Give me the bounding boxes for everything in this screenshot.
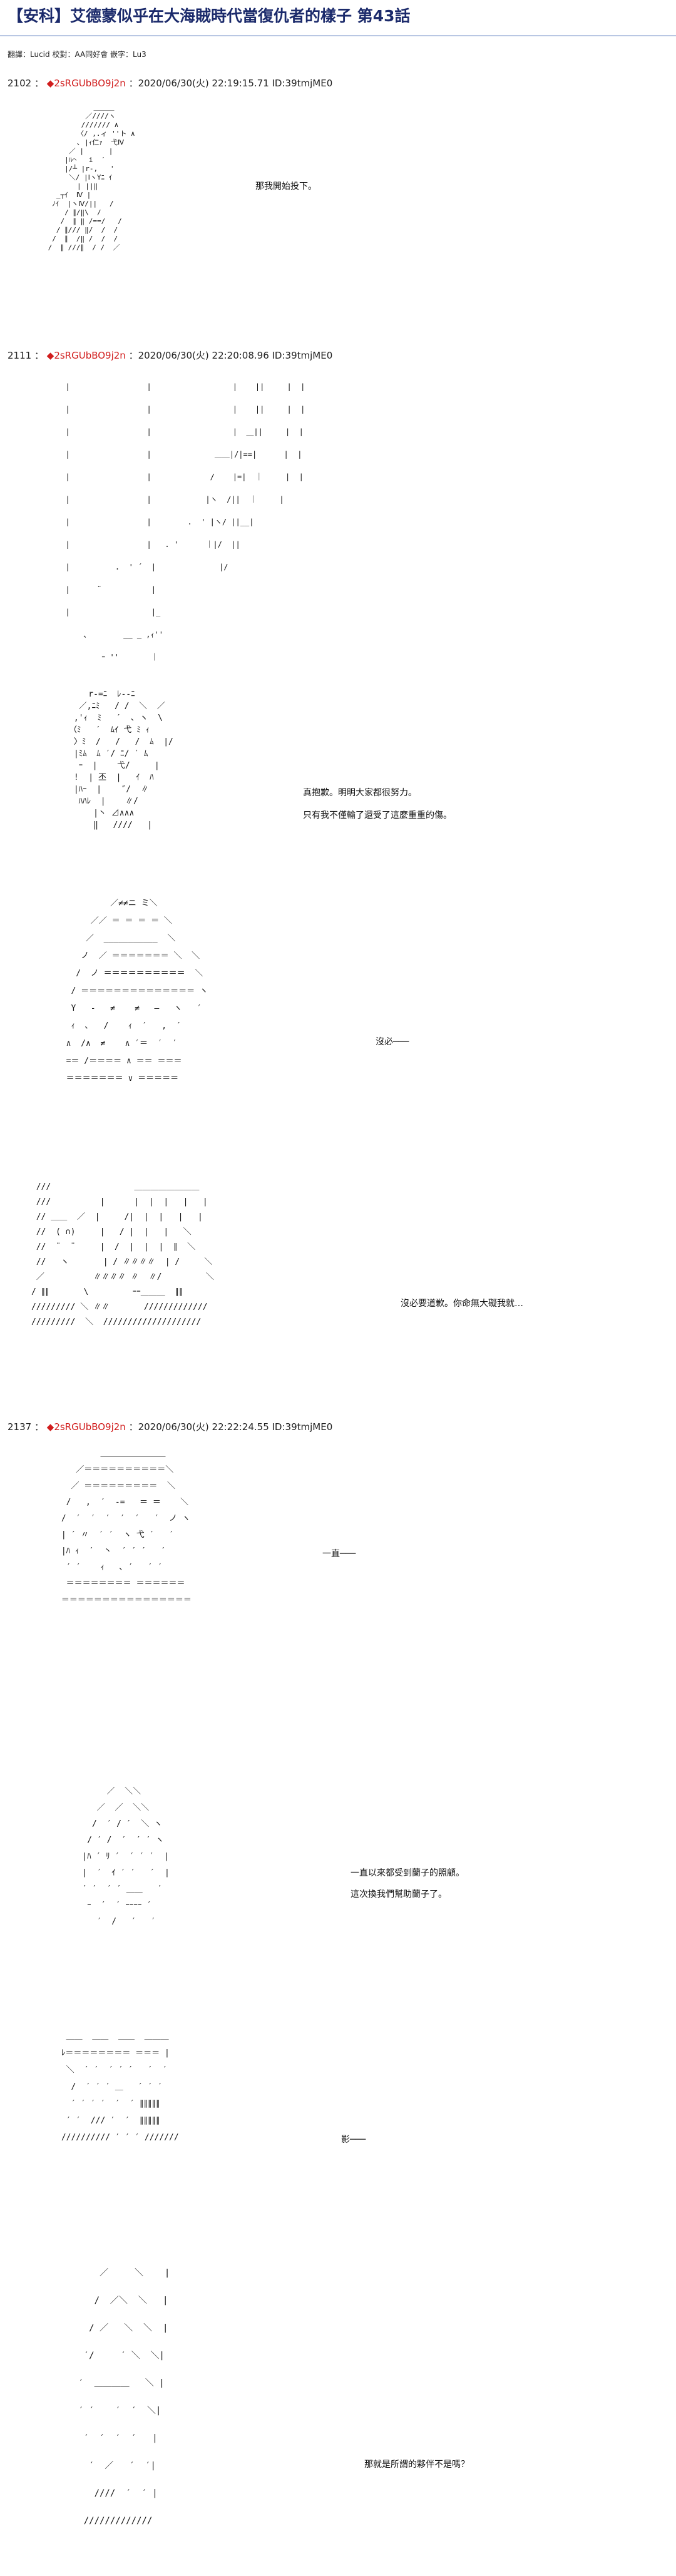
poster-name[interactable]: 2sRGUbBO9j2n: [54, 350, 126, 361]
dialogue-line: 一直───: [322, 1549, 356, 1559]
ascii-art-panel: ／ ＼ | / ／＼ ＼ | / ／ ＼ ＼ | ′/ ′ ＼ ＼| ′ ＿＿＿…: [78, 2268, 170, 2526]
ascii-art-panel: ＿＿ ＿＿ ＿＿ ＿＿＿ ﾚ＝＝＝＝＝＝＝＝ ＝＝＝ | ＼ ′ ′ ′ ′ ′…: [61, 2032, 179, 2142]
post-separator: ：: [34, 78, 44, 89]
ascii-art-panel: /// ＿＿＿＿＿＿＿＿ /// | | | | | | // ＿＿ ／ | /…: [31, 1182, 214, 1327]
post-number: 2102: [8, 78, 32, 89]
title-divider: [0, 35, 676, 36]
post-header: 2102 ： ◆2sRGUbBO9j2n ：2020/06/30(火) 22:1…: [8, 76, 332, 89]
post-header: 2137 ： ◆2sRGUbBO9j2n ：2020/06/30(火) 22:2…: [8, 1420, 332, 1433]
dialogue-line: 真抱歉。明明大家都很努力。: [303, 788, 417, 798]
trip-diamond-icon: ◆: [46, 1421, 54, 1433]
post-number: 2137: [8, 1421, 32, 1433]
post-header: 2111 ： ◆2sRGUbBO9j2n ：2020/06/30(火) 22:2…: [8, 349, 332, 362]
post-meta: ：2020/06/30(火) 22:22:24.55 ID:39tmjME0: [128, 1421, 333, 1433]
trip-diamond-icon: ◆: [46, 78, 54, 89]
post-number: 2111: [8, 350, 32, 361]
ascii-art-panel: ＿＿＿＿＿＿＿＿ ／＝＝＝＝＝＝＝＝＝＝＼ ／ ＝＝＝＝＝＝＝＝＝ ＼ / , …: [61, 1449, 192, 1605]
dialogue-line: 一直以來都受到蘭子的照顧。: [351, 1868, 464, 1878]
poster-name[interactable]: 2sRGUbBO9j2n: [54, 78, 126, 89]
page-title: 【安科】艾德蒙似乎在大海賊時代當復仇者的樣子 第43話: [8, 7, 411, 25]
dialogue-line: 那就是所謂的夥伴不是嗎？: [364, 2460, 469, 2470]
dialogue-line: 只有我不僅輸了還受了這麼重重的傷。: [303, 810, 452, 820]
ascii-art-panel: r-=ﾆ ﾚ--ﾆ ／,ﾆﾐ / / ＼ ／ ,'ｨ ﾐ ′ ､ ヽ \ （ﾐ …: [69, 690, 173, 830]
dialogue-line: 那我開始投下。: [255, 181, 317, 192]
ascii-art-panel: ／≠≠ニ ミ＼ ／／ ＝ ＝ ＝ ＝ ＼ ／ ___________ ＼ ノ ／…: [66, 899, 208, 1083]
credits-line: 翻譯：Lucid 校對：AA同好會 嵌字：Lu3: [8, 50, 146, 59]
dialogue-line: 沒必要道歉。你命無大礙我就…: [401, 1299, 523, 1309]
post-meta: ：2020/06/30(火) 22:19:15.71 ID:39tmjME0: [128, 78, 333, 89]
post-separator: ：: [34, 1421, 44, 1433]
ascii-art-panel: ／ ＼＼ ／ ／ ＼＼ / ′ / ′ ＼ ヽ / ′ / ′ ′ ′ ヽ |ﾊ…: [82, 1787, 170, 1926]
post-meta: ：2020/06/30(火) 22:20:08.96 ID:39tmjME0: [128, 350, 333, 361]
poster-name[interactable]: 2sRGUbBO9j2n: [54, 1421, 126, 1433]
ascii-art-panel: ＿＿＿ ／////ヽ /////// ∧ 〈/ ,.ィ ''ト ∧ ､ |ｨ仁ｧ…: [48, 103, 135, 252]
dialogue-line: 沒必───: [376, 1037, 409, 1047]
trip-diamond-icon: ◆: [46, 350, 54, 361]
dialogue-line: 這次換我們幫助蘭子了。: [351, 1889, 447, 1899]
ascii-art-panel: | | | || | | | | | || | | | | | ＿|| | | …: [65, 382, 305, 662]
dialogue-line: 影───: [341, 2135, 366, 2145]
post-separator: ：: [34, 350, 44, 361]
